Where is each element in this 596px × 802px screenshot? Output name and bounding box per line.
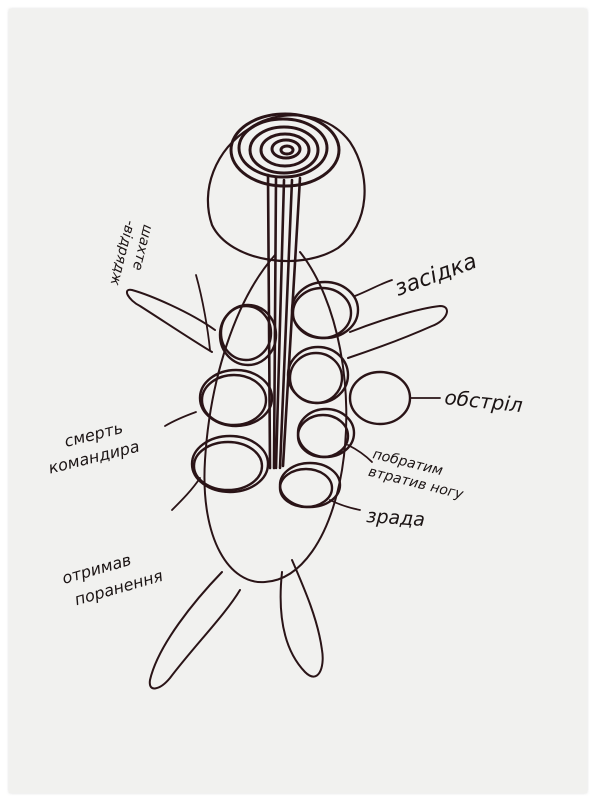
label-commander-death: смерть командира (41, 415, 141, 477)
label-betrayal: зрада (366, 505, 426, 531)
svg-text:зрада: зрада (366, 505, 426, 531)
figure-head (208, 115, 365, 261)
svg-text:обстріл: обстріл (443, 385, 524, 417)
circle-right-outer (350, 372, 410, 424)
circle-right-middle (288, 347, 348, 403)
circle-left-middle (200, 370, 272, 426)
circle-left-bottom (192, 436, 268, 492)
figure-left-leg (150, 572, 240, 688)
circle-left-top (220, 305, 276, 365)
figure-right-leg (281, 560, 323, 677)
label-shelling: обстріл (443, 385, 524, 417)
label-ambush: засідка (392, 249, 481, 302)
label-got-wounded: отримав поранення (60, 543, 166, 611)
label-comrade-lost-leg: побратим втратив ногу (367, 446, 470, 503)
svg-text:засідка: засідка (392, 249, 481, 302)
head-spiral-scribble (231, 114, 339, 186)
circle-right-top (292, 282, 358, 338)
figure-right-arm (348, 306, 447, 358)
label-unknown-top: шахте -відрядж (106, 219, 155, 292)
